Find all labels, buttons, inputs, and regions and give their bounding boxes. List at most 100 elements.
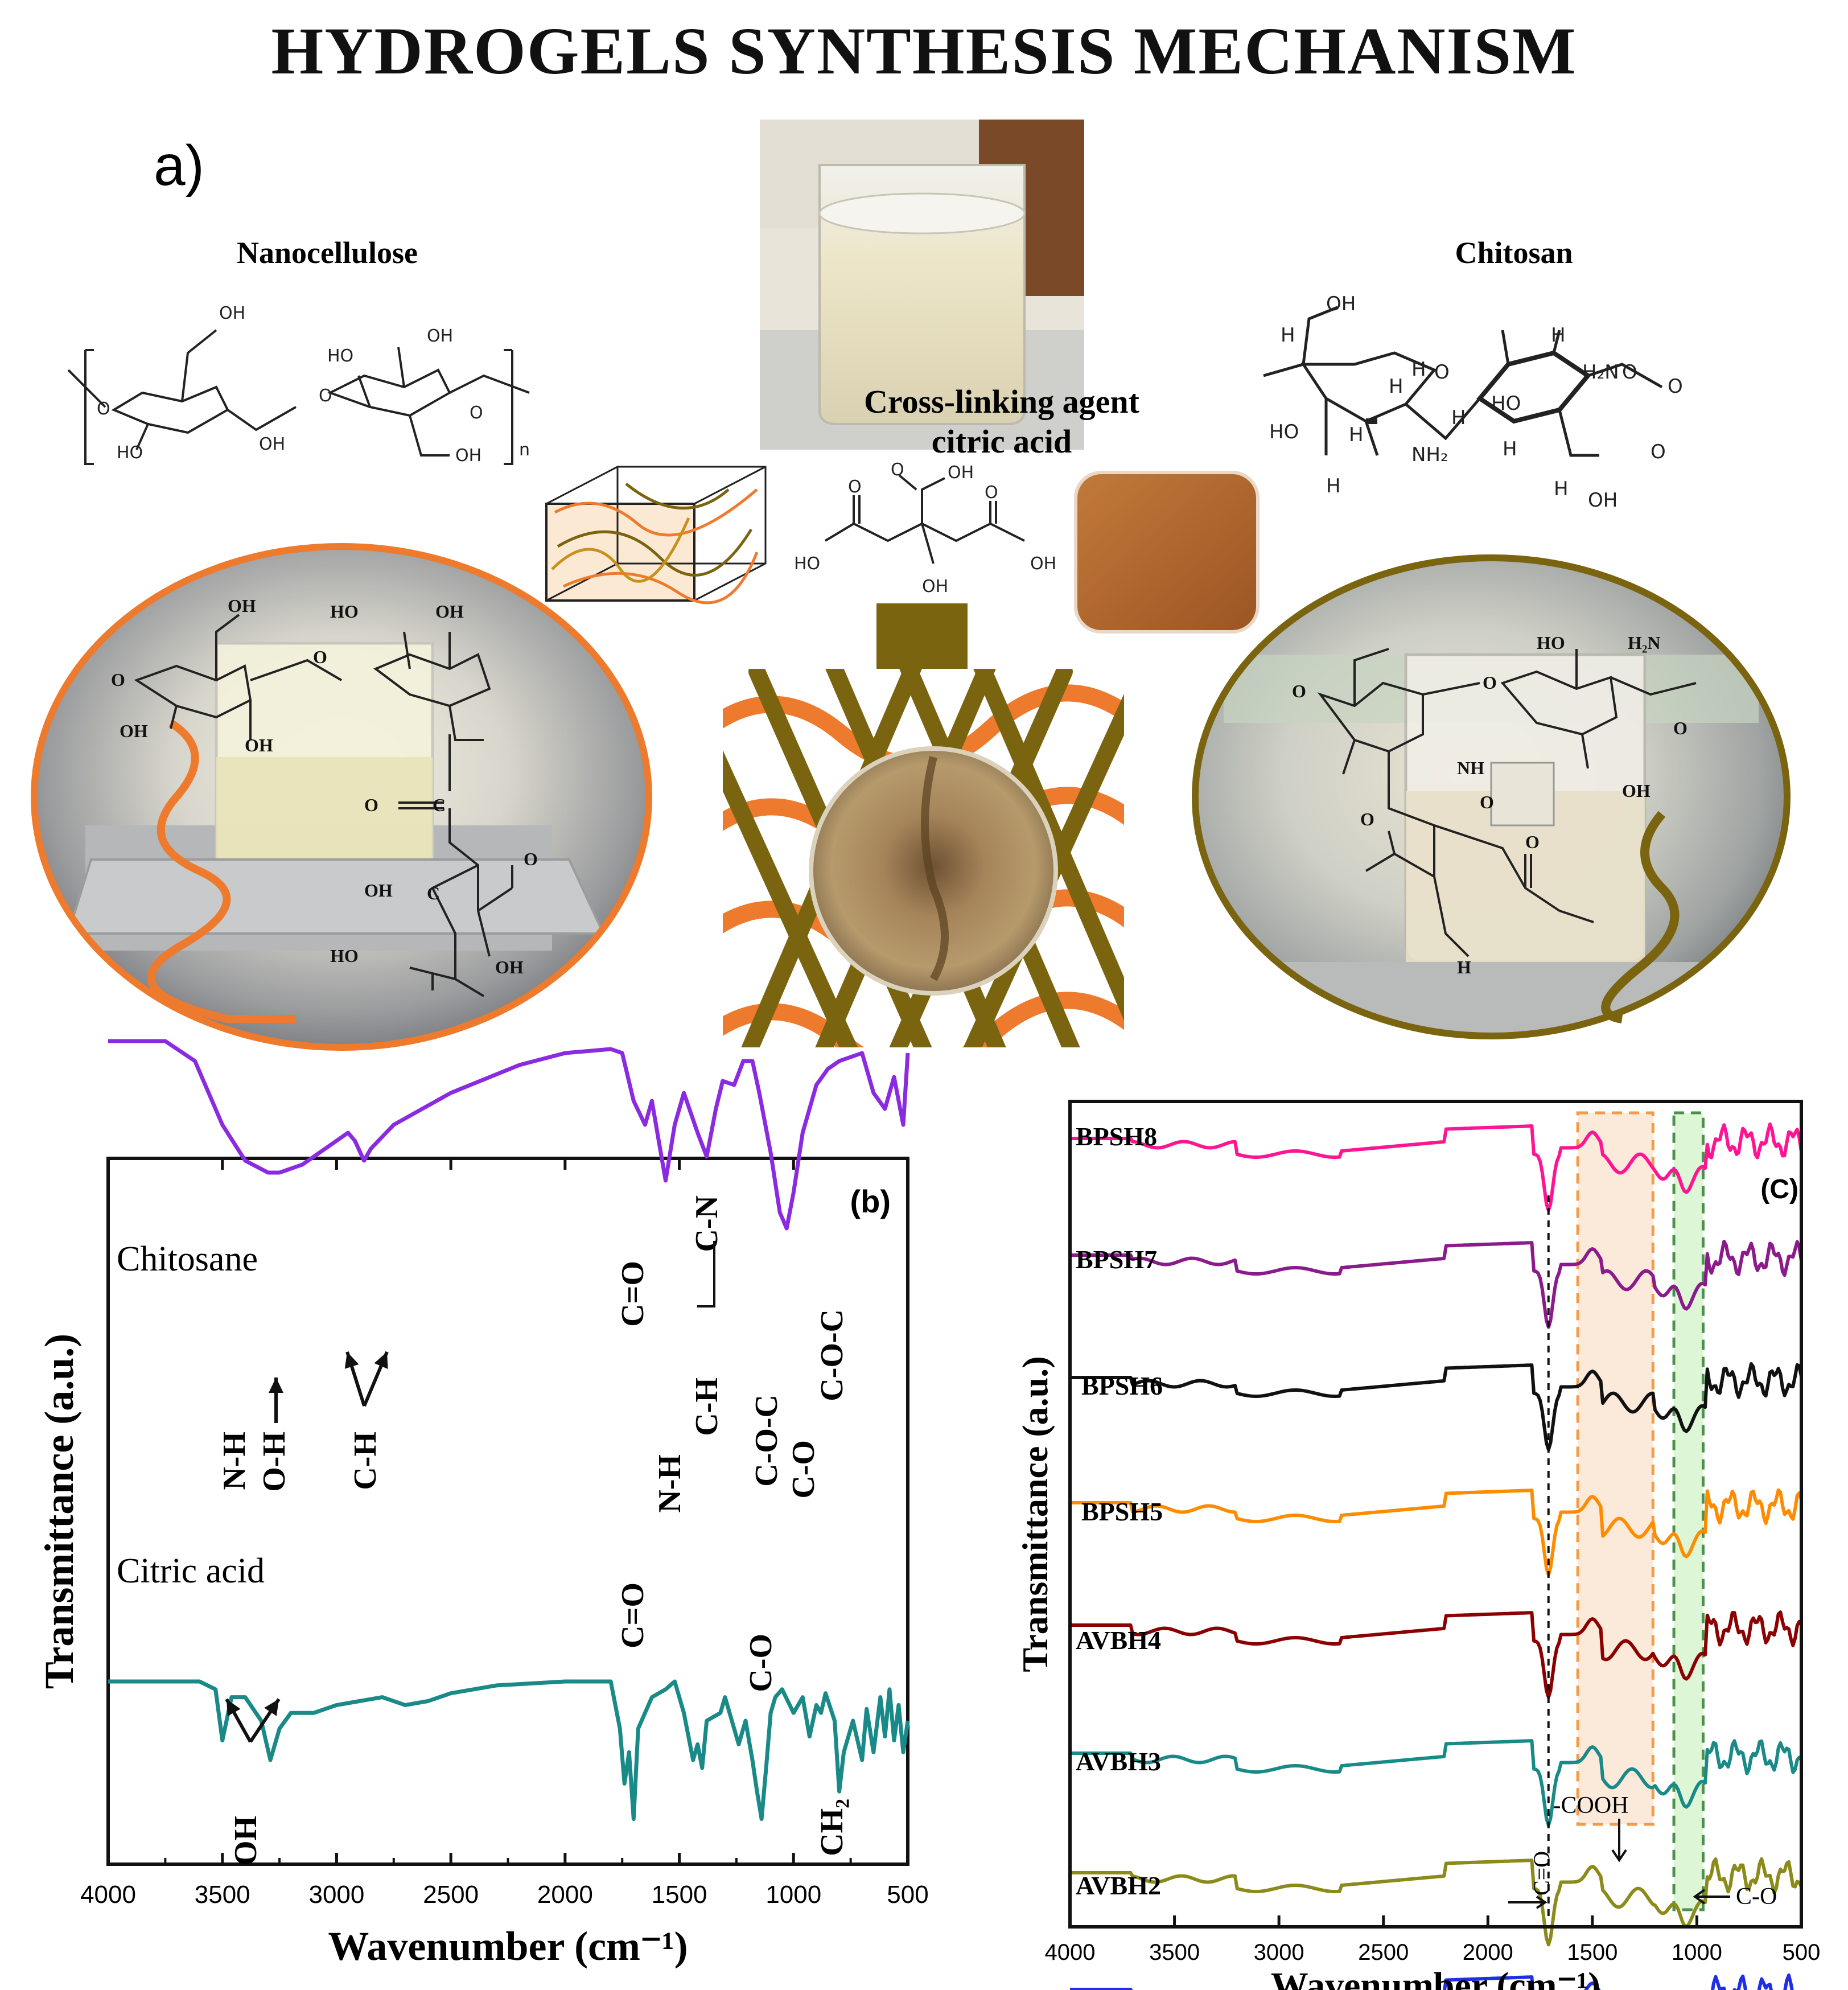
- nanocellulose-label: Nanocellulose: [237, 236, 418, 270]
- series-line: [1070, 1488, 1803, 1577]
- citric-atom: O: [848, 477, 862, 497]
- chitosan-atom: O: [1434, 361, 1450, 384]
- chitosan-atom: O: [1622, 361, 1637, 384]
- series-label: AVBH4: [1076, 1626, 1161, 1655]
- peak-annotation: N-H: [217, 1432, 252, 1490]
- peak-annotation: C-O: [743, 1634, 779, 1692]
- citric-acid-structure: [824, 474, 1025, 564]
- peak-annotation: C=O: [615, 1261, 651, 1327]
- left-overlay-atom: C: [427, 883, 440, 903]
- y-axis-label: Transmittance (a.u.): [36, 1334, 82, 1689]
- left-overlay-atom: O: [313, 647, 327, 667]
- x-tick-label: 3500: [1149, 1940, 1200, 1965]
- cellulose-atom: HO: [327, 346, 353, 366]
- peak-annotation: C-O: [786, 1440, 821, 1499]
- series-line: [1070, 1739, 1803, 1827]
- annotation-arrowhead: [264, 1699, 279, 1716]
- series-line: [1070, 1610, 1803, 1699]
- peak-annotation: O-H: [257, 1432, 292, 1492]
- annotation-arrow: [1693, 1889, 1730, 1905]
- x-tick-label: 500: [1783, 1940, 1821, 1965]
- right-overlay-atom: O: [1483, 672, 1497, 693]
- chitosan-atom: OH: [1588, 489, 1617, 512]
- cellulose-atom: OH: [455, 446, 481, 466]
- right-overlay-atom: O: [1292, 681, 1306, 701]
- chitosan-atom: H: [1551, 324, 1566, 347]
- peak-annotation: -COOH: [1553, 1792, 1629, 1819]
- x-tick-label: 2000: [537, 1881, 593, 1909]
- right-overlay-atom: HO: [1537, 632, 1565, 653]
- chitosan-atom: H: [1389, 375, 1404, 398]
- citric-atom: O: [891, 460, 904, 480]
- crosslink-label-2: citric acid: [932, 423, 1072, 460]
- cellulose-atom: O: [470, 403, 483, 423]
- cellulose-atom: OH: [219, 303, 245, 323]
- beaker-photo: [760, 120, 1084, 450]
- page-title: HYDROGELS SYNTHESIS MECHANISM: [271, 14, 1577, 88]
- series-label: Chitosane: [117, 1240, 258, 1278]
- series-label: Citric acid: [117, 1552, 265, 1590]
- series-label: AVBH1: [1076, 1985, 1161, 1990]
- chitosan-atom: H₂N: [1582, 361, 1619, 384]
- series-label: AVBH3: [1076, 1747, 1161, 1776]
- peak-annotation: C-H: [348, 1432, 383, 1490]
- x-tick-label: 2500: [423, 1881, 479, 1909]
- x-tick-label: 3000: [308, 1881, 364, 1909]
- chitosan-atom: H: [1281, 324, 1295, 347]
- annotation-arrowhead: [268, 1378, 284, 1393]
- right-overlay-atom: NH: [1457, 758, 1484, 778]
- series-line: [1070, 1362, 1803, 1452]
- cellulose-atom: OH: [427, 326, 453, 346]
- chitosan-structure: [1263, 306, 1663, 457]
- annotation-arrowhead: [374, 1352, 388, 1369]
- right-overlay-atom: O: [1360, 809, 1374, 829]
- panel-label: (b): [850, 1183, 891, 1219]
- x-tick-label: 1000: [1672, 1940, 1722, 1965]
- peak-annotation: C-O-C: [749, 1395, 784, 1487]
- left-overlay-atom: C: [433, 795, 446, 815]
- chitosan-atom: HO: [1269, 421, 1299, 443]
- highlight-band-cooh: [1576, 1111, 1654, 1826]
- cellulose-atom: HO: [117, 443, 143, 463]
- chitosan-atom: HO: [1491, 392, 1521, 415]
- plot-frame: [1068, 1100, 1803, 1929]
- x-tick-label: 1500: [1567, 1940, 1617, 1965]
- peak-annotation: C-H: [689, 1378, 725, 1436]
- panel-label: (C): [1760, 1174, 1798, 1204]
- x-tick-label: 3500: [195, 1881, 250, 1909]
- right-overlay-atom: OH: [1622, 780, 1651, 801]
- right-overlay-atom: H₂N: [1628, 632, 1661, 653]
- cellulose-atom: O: [319, 386, 332, 406]
- x-tick-label: 1000: [765, 1881, 821, 1909]
- series-label: BPSH6: [1081, 1371, 1163, 1400]
- left-overlay-atom: OH: [245, 735, 273, 755]
- chitosan-atom: H: [1326, 475, 1341, 498]
- series-line: [1070, 1857, 1803, 1947]
- chitosan-atom: H: [1349, 424, 1364, 446]
- annotation-arrow: [1611, 1819, 1627, 1862]
- peak-annotation: OH: [228, 1816, 264, 1865]
- left-overlay-atom: HO: [330, 601, 359, 622]
- chitosan-label: Chitosan: [1455, 236, 1573, 270]
- chitosan-atom: OH: [1326, 293, 1356, 315]
- chitosan-atom: H: [1411, 358, 1426, 381]
- cellulose-atom: O: [97, 399, 110, 419]
- chitosan-atom: O: [1668, 375, 1683, 398]
- x-tick-label: 3000: [1254, 1940, 1304, 1965]
- annotation-arrowhead: [344, 1352, 359, 1369]
- cellulose-subscript-n: n: [519, 440, 530, 460]
- left-overlay-atom: O: [364, 795, 378, 815]
- series-label: AVBH2: [1076, 1871, 1161, 1900]
- chitosan-atom: O: [1651, 441, 1666, 463]
- citric-atom: OH: [948, 463, 974, 483]
- series-label: BPSH8: [1076, 1122, 1157, 1151]
- annotation-arrowhead: [227, 1699, 241, 1716]
- panel-a-label: a): [154, 134, 204, 198]
- left-overlay-atom: OH: [120, 721, 148, 741]
- right-overlay-atom: O: [1525, 832, 1540, 852]
- highlight-band-co: [1672, 1111, 1705, 1911]
- peak-annotation: C=O: [615, 1582, 651, 1648]
- citric-atom: O: [985, 483, 998, 503]
